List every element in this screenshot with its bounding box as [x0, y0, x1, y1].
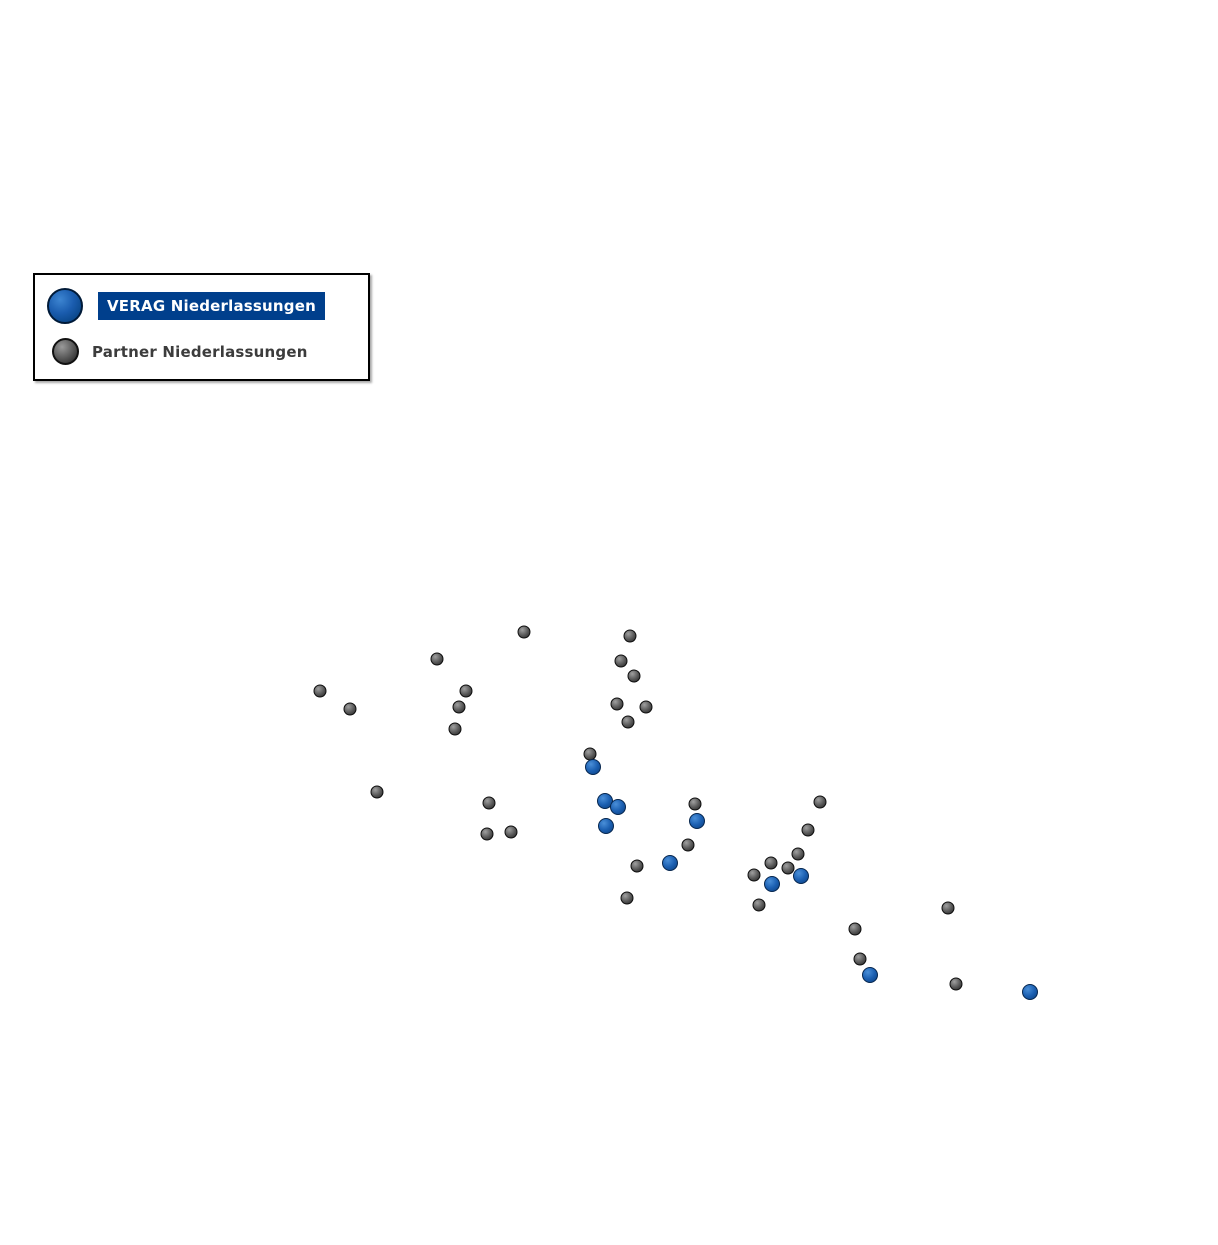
- verag-marker[interactable]: [764, 876, 780, 892]
- partner-marker[interactable]: [764, 856, 778, 870]
- partner-marker[interactable]: [620, 891, 634, 905]
- partner-marker[interactable]: [614, 654, 628, 668]
- legend: VERAG Niederlassungen Partner Niederlass…: [33, 273, 370, 381]
- partner-marker[interactable]: [430, 652, 444, 666]
- verag-marker[interactable]: [1022, 984, 1038, 1000]
- partner-marker[interactable]: [480, 827, 494, 841]
- legend-label-partner: Partner Niederlassungen: [92, 342, 308, 361]
- partner-marker[interactable]: [621, 715, 635, 729]
- legend-label-verag: VERAG Niederlassungen: [98, 292, 325, 320]
- partner-marker[interactable]: [853, 952, 867, 966]
- partner-marker[interactable]: [791, 847, 805, 861]
- verag-marker[interactable]: [689, 813, 705, 829]
- verag-marker[interactable]: [610, 799, 626, 815]
- legend-row-verag: VERAG Niederlassungen: [47, 288, 325, 324]
- partner-marker[interactable]: [517, 625, 531, 639]
- partner-marker[interactable]: [370, 785, 384, 799]
- verag-marker[interactable]: [585, 759, 601, 775]
- verag-marker[interactable]: [793, 868, 809, 884]
- partner-marker[interactable]: [813, 795, 827, 809]
- partner-marker[interactable]: [781, 861, 795, 875]
- partner-marker[interactable]: [801, 823, 815, 837]
- partner-marker[interactable]: [448, 722, 462, 736]
- partner-marker[interactable]: [610, 697, 624, 711]
- partner-marker[interactable]: [752, 898, 766, 912]
- partner-marker[interactable]: [452, 700, 466, 714]
- partner-marker[interactable]: [313, 684, 327, 698]
- partner-marker[interactable]: [681, 838, 695, 852]
- partner-marker[interactable]: [747, 868, 761, 882]
- partner-marker[interactable]: [630, 859, 644, 873]
- partner-marker[interactable]: [949, 977, 963, 991]
- verag-marker[interactable]: [862, 967, 878, 983]
- verag-marker[interactable]: [598, 818, 614, 834]
- partner-marker[interactable]: [623, 629, 637, 643]
- partner-marker[interactable]: [627, 669, 641, 683]
- partner-marker[interactable]: [343, 702, 357, 716]
- partner-marker[interactable]: [459, 684, 473, 698]
- legend-row-partner: Partner Niederlassungen: [52, 338, 308, 365]
- partner-marker[interactable]: [941, 901, 955, 915]
- partner-marker[interactable]: [639, 700, 653, 714]
- partner-marker-icon: [52, 338, 79, 365]
- verag-marker-icon: [47, 288, 83, 324]
- partner-marker[interactable]: [504, 825, 518, 839]
- partner-marker[interactable]: [848, 922, 862, 936]
- verag-marker[interactable]: [662, 855, 678, 871]
- partner-marker[interactable]: [482, 796, 496, 810]
- partner-marker[interactable]: [688, 797, 702, 811]
